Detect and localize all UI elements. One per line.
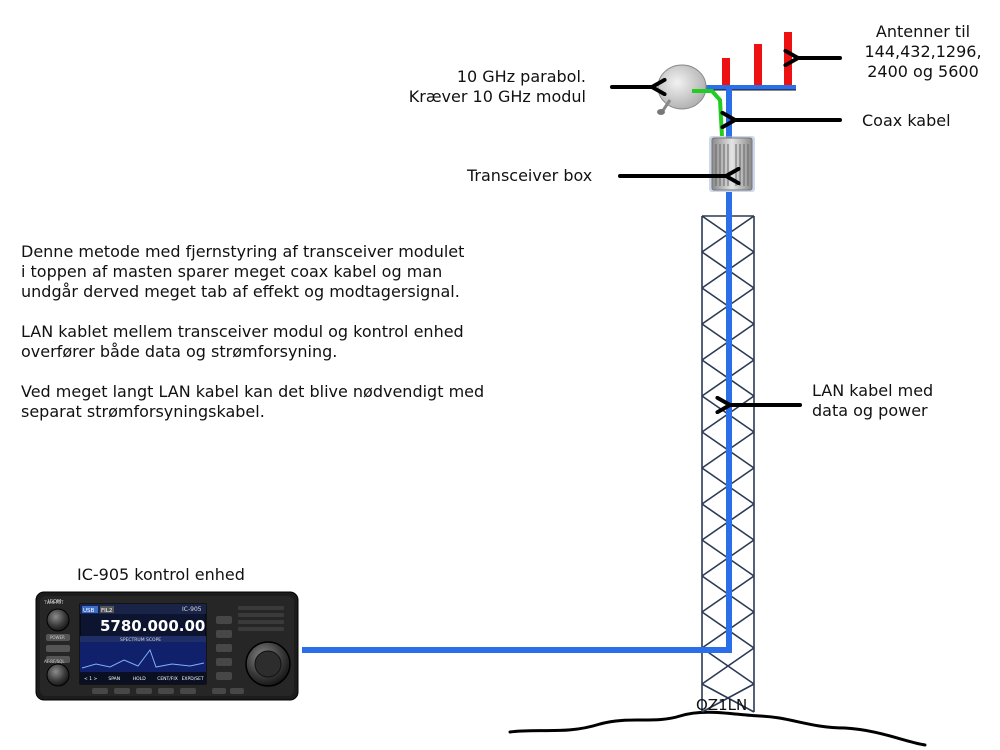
antenna-feed-cable <box>726 88 732 140</box>
description-paragraph: LAN kablet mellem transceiver modul og k… <box>21 322 464 361</box>
radio-frequency: 5780.000.00 <box>100 617 205 635</box>
antenna-array <box>692 32 796 91</box>
af-rf-label: AF·RF/SQL <box>44 659 65 664</box>
signature: OZ1LN <box>696 696 747 714</box>
dish-antenna-icon <box>657 64 707 115</box>
transceiver-box <box>709 136 755 192</box>
description-paragraph: Ved meget langt LAN kabel kan det blive … <box>21 382 485 421</box>
radio-mode: USB <box>83 608 95 614</box>
softkey-label: EXPD/SET <box>182 676 204 682</box>
ic905-control-unit: ICOM IC-905 USB FIL2 5780.000.00 SPECTRU… <box>35 591 299 701</box>
twin-pbt-knob <box>46 608 70 632</box>
radio-brand: ICOM <box>48 599 61 605</box>
radio-filter: FIL2 <box>101 608 112 614</box>
description-paragraph: Denne metode med fjernstyring af transce… <box>21 242 465 301</box>
control-unit-label: IC-905 kontrol enhed <box>77 565 245 584</box>
dish-label: 10 GHz parabol. Kræver 10 GHz modul <box>408 67 586 106</box>
coax-label: Coax kabel <box>862 111 951 130</box>
lan-cable-label: LAN kabel med data og power <box>812 381 934 420</box>
antennas-label: Antenner til 144,432,1296, 2400 og 5600 <box>864 22 982 81</box>
softkey-label: HOLD <box>133 676 146 682</box>
radio-model: IC-905 <box>182 606 202 613</box>
af-rf-knob <box>46 663 70 687</box>
ground-line <box>508 710 927 747</box>
power-label: POWER <box>50 635 65 640</box>
transceiver-box-label: Transceiver box <box>467 166 593 185</box>
softkey-label: < 1 > <box>84 676 97 682</box>
softkey-label: CENT/FIX <box>157 676 178 682</box>
pointer-arrows <box>610 58 842 405</box>
softkey-label: SPAN <box>108 676 120 682</box>
twin-pbt-label: TWIN PBT <box>43 600 64 605</box>
description-text: Denne metode med fjernstyring af transce… <box>21 242 581 422</box>
scope-title: SPECTRUM SCOPE <box>120 637 161 643</box>
lan-cable <box>302 192 732 653</box>
